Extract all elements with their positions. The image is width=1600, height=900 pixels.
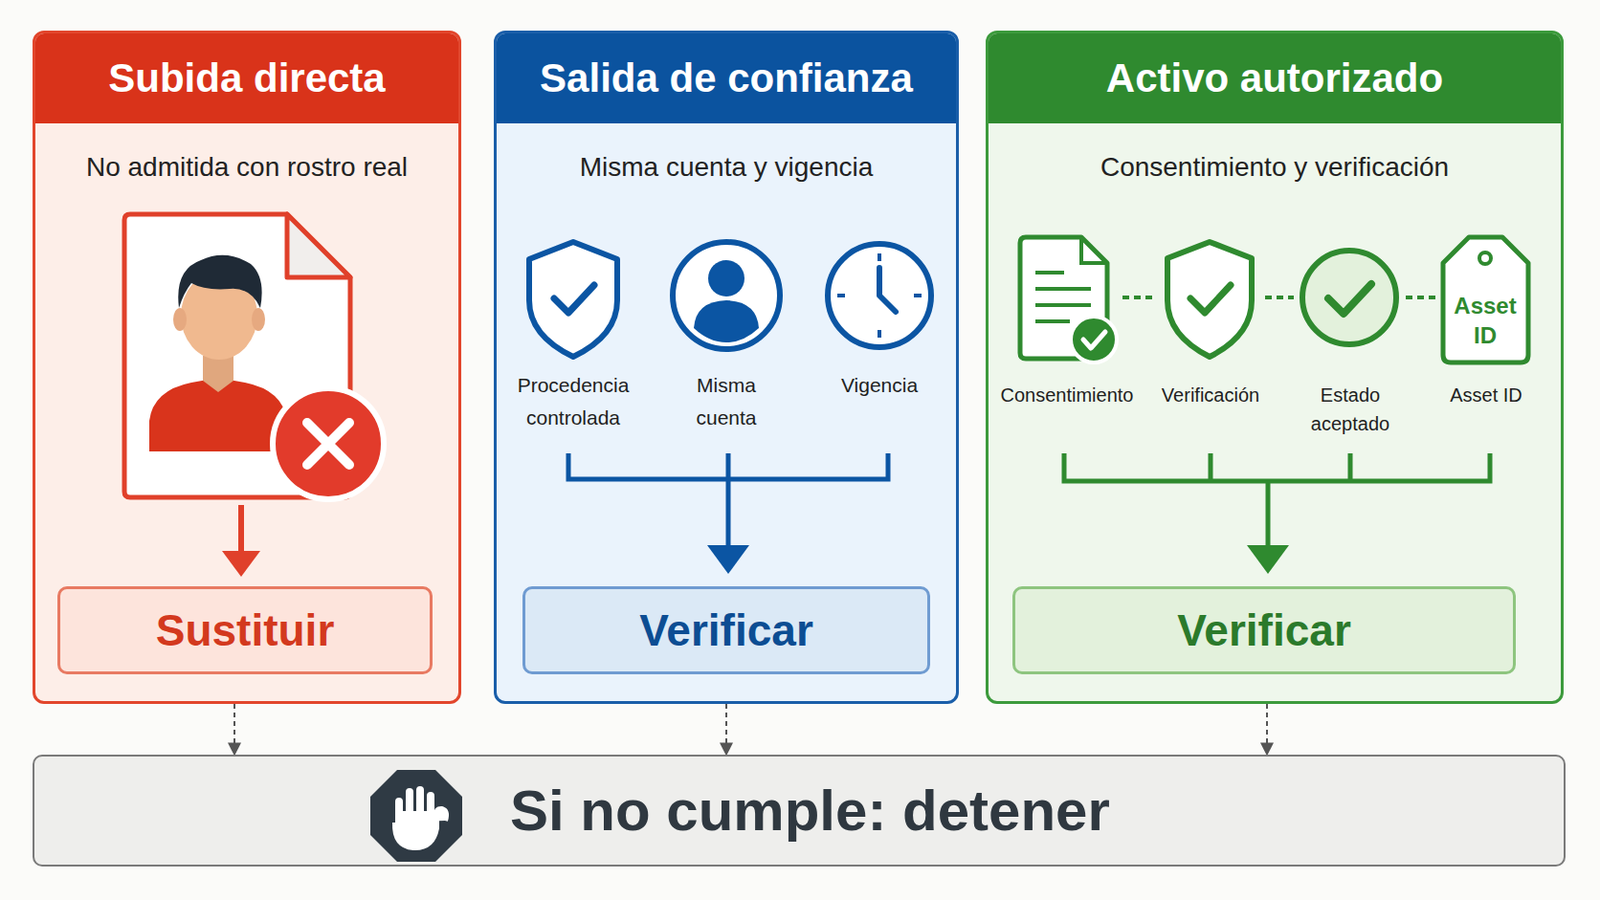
account-icon-part — [693, 300, 759, 343]
panel-subtitle: No admitida con rostro real — [35, 148, 459, 187]
clock-icon-part — [827, 244, 932, 348]
icon-caption: Verificación — [1148, 380, 1273, 410]
flow-arrow — [222, 505, 261, 578]
stop-label: Si no cumple: detener — [510, 756, 1546, 866]
shield-icon — [529, 242, 618, 357]
clock-icon-part — [879, 267, 896, 312]
rejected-photo-icon-part — [173, 308, 187, 332]
account-icon-part — [672, 242, 780, 350]
clock-icon-part — [837, 253, 922, 338]
panel-fill-part — [495, 32, 957, 703]
panel: Activo autorizadoConsentimiento y verifi… — [985, 30, 1564, 705]
dashed-connector — [725, 704, 728, 756]
icon-caption: Misma cuenta — [683, 369, 770, 435]
rejected-photo-icon-part — [251, 308, 266, 332]
accepted-status-icon-part — [1302, 250, 1397, 345]
rejected-photo-icon-part — [307, 422, 350, 466]
icon-caption: Consentimiento — [990, 380, 1144, 410]
consent-document-icon-part — [1081, 237, 1108, 264]
asset-tag-icon-part — [1479, 252, 1491, 265]
merge-bracket-part — [568, 453, 889, 551]
panel-fill — [33, 32, 1565, 867]
rejected-photo-icon-part — [287, 214, 351, 278]
panel-fill-part — [987, 32, 1562, 703]
action-box: Verificar — [522, 586, 931, 675]
shield-icon-part — [554, 285, 595, 313]
verification-shield-icon — [1167, 242, 1252, 357]
dashed-connector — [233, 704, 236, 756]
merge-bracket — [568, 453, 889, 575]
rejected-photo-icon-part — [202, 355, 234, 393]
flow-arrow-part — [238, 505, 245, 556]
stop-hand-icon-part — [370, 770, 463, 863]
accepted-status-icon-part — [1328, 284, 1372, 314]
account-icon-part — [708, 260, 745, 297]
icon-caption: Estado aceptado — [1302, 380, 1399, 439]
stop-bar: Si no cumple: detener — [32, 755, 1566, 867]
merge-bracket — [1064, 453, 1490, 575]
stop-hand-icon-part — [395, 809, 446, 848]
merge-bracket-part — [1246, 545, 1289, 575]
asset-tag-icon — [1443, 237, 1529, 363]
icon-caption: Vigencia — [826, 369, 933, 402]
consent-document-icon-part — [1070, 316, 1117, 363]
panel-fill-part — [34, 32, 460, 703]
account-icon — [672, 242, 780, 350]
panel: Salida de confianzaMisma cuenta y vigenc… — [493, 30, 959, 705]
accepted-status-icon — [1302, 250, 1397, 345]
panel-fill-part — [33, 755, 1565, 867]
stop-hand-icon-part — [395, 811, 436, 841]
verification-shield-icon-part — [1190, 285, 1231, 313]
rejected-photo-icon-part — [177, 255, 262, 309]
asset-tag-text: Asset ID — [1446, 290, 1524, 351]
action-label: Verificar — [1177, 604, 1352, 657]
action-label: Sustituir — [155, 604, 335, 657]
panel-heading: Activo autorizado — [988, 33, 1561, 124]
panel-heading: Subida directa — [35, 33, 459, 124]
action-label: Verificar — [639, 604, 814, 657]
panel-subtitle: Misma cuenta y vigencia — [496, 148, 956, 187]
clock-icon — [827, 244, 932, 348]
action-box: Sustituir — [57, 586, 433, 675]
rejected-photo-icon-part — [124, 214, 351, 498]
stop-hand-icon — [370, 770, 463, 863]
consent-document-icon-part — [1035, 272, 1091, 322]
icon-caption: Asset ID — [1433, 380, 1539, 410]
rejected-photo-icon-part — [272, 388, 384, 500]
panel: Subida directa No admitida con rostro rea… — [32, 30, 462, 705]
dashed-connector — [1266, 704, 1268, 756]
rejected-photo-icon — [124, 214, 384, 500]
merge-bracket-part — [1064, 453, 1490, 551]
asset-tag-icon-part — [1443, 237, 1529, 363]
shield-icon-part — [529, 242, 618, 357]
action-box: Verificar — [1012, 586, 1516, 675]
consent-document-icon-part — [1083, 332, 1106, 349]
verification-shield-icon-part — [1167, 242, 1252, 357]
icon-caption: Procedencia controlada — [501, 369, 645, 435]
panel-subtitle: Consentimiento y verificación — [988, 148, 1561, 187]
merge-bracket-part — [707, 545, 750, 575]
panel-heading: Salida de confianza — [496, 33, 956, 124]
flow-arrow-part — [222, 551, 261, 578]
consent-document-icon — [1020, 237, 1117, 363]
